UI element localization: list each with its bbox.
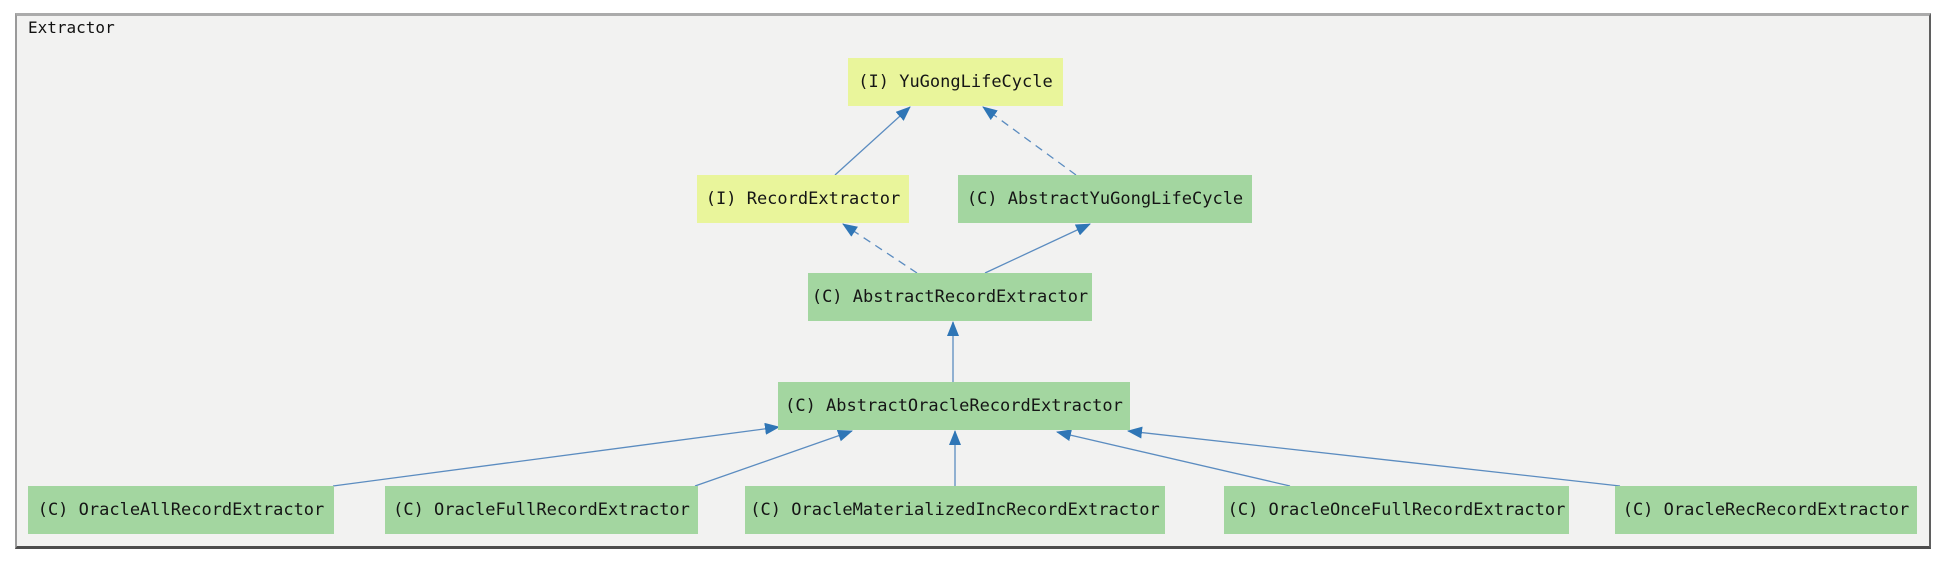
class-node-oracle-full-record-extractor[interactable]: (C) OracleFullRecordExtractor [385,486,698,534]
class-node-abstract-record-extractor[interactable]: (C) AbstractRecordExtractor [808,273,1092,321]
class-node-oracle-all-record-extractor[interactable]: (C) OracleAllRecordExtractor [28,486,334,534]
class-node-oracle-once-full-record-extractor[interactable]: (C) OracleOnceFullRecordExtractor [1224,486,1569,534]
class-node-oracle-materialized-inc-record-extractor[interactable]: (C) OracleMaterializedIncRecordExtractor [745,486,1165,534]
class-node-abstract-oracle-record-extractor[interactable]: (C) AbstractOracleRecordExtractor [778,382,1130,430]
class-node-abstract-yugong-lifecycle[interactable]: (C) AbstractYuGongLifeCycle [958,175,1252,223]
class-node-oracle-rec-record-extractor[interactable]: (C) OracleRecRecordExtractor [1615,486,1917,534]
interface-node-yugong-lifecycle[interactable]: (I) YuGongLifeCycle [848,58,1063,106]
interface-node-record-extractor[interactable]: (I) RecordExtractor [697,175,909,223]
panel-title: Extractor [28,18,115,37]
